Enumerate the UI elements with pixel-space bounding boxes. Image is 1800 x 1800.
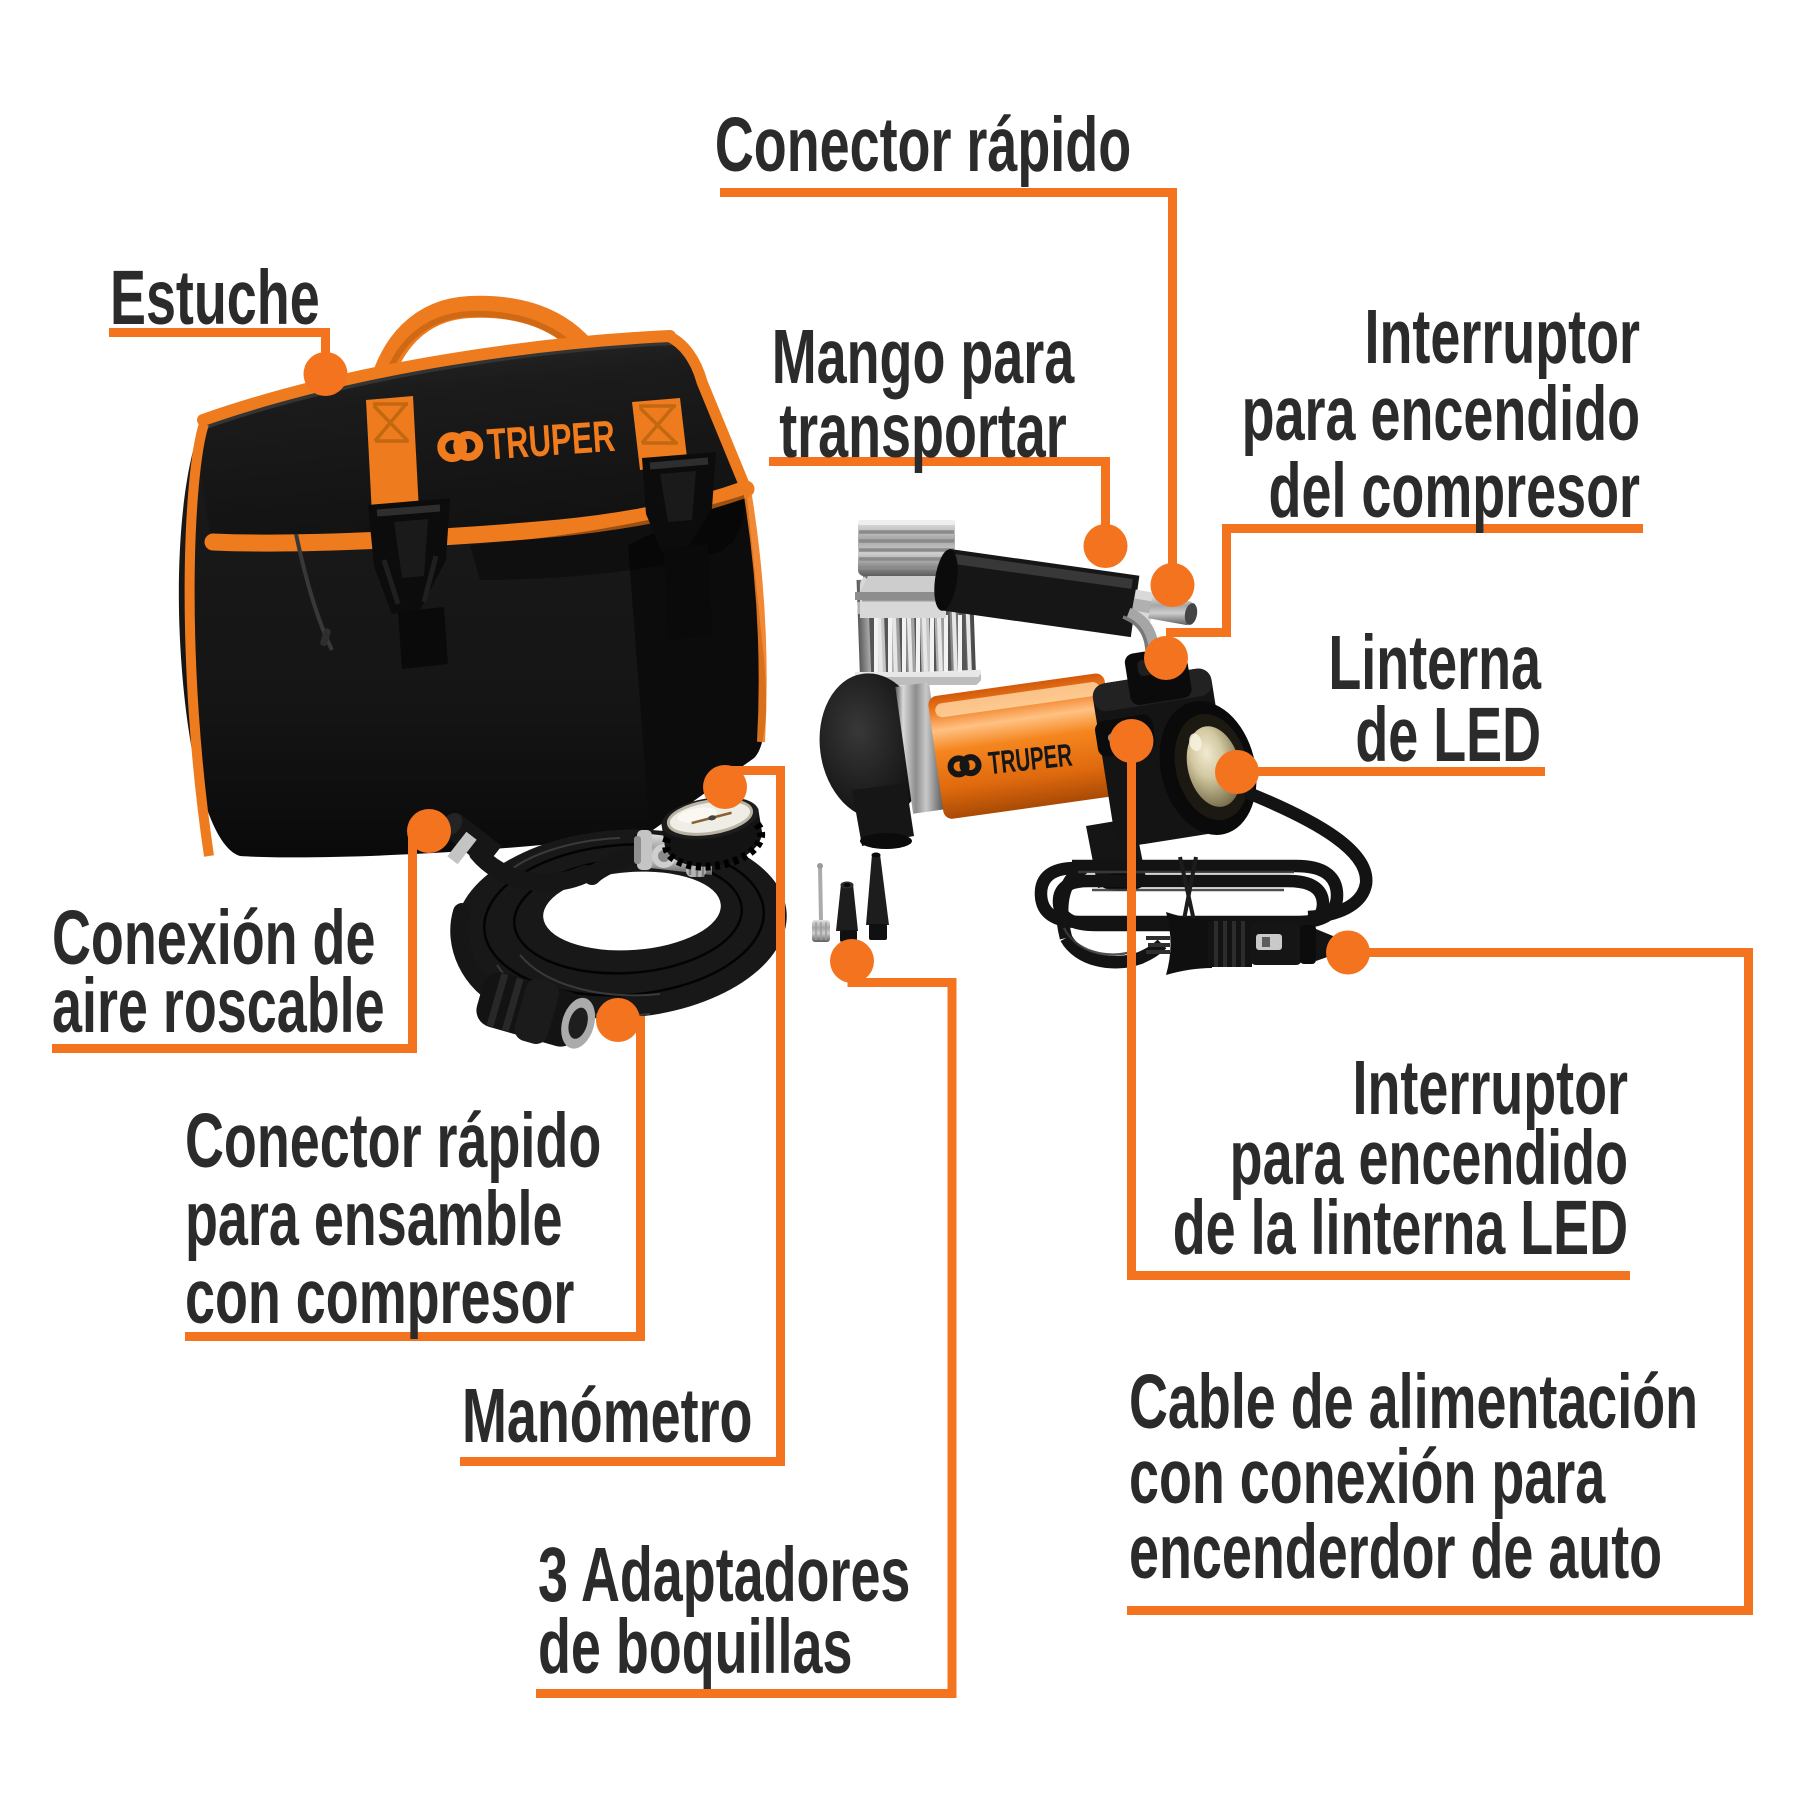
- svg-text:TRUPER: TRUPER: [987, 737, 1074, 782]
- svg-text:TRUPER: TRUPER: [485, 412, 616, 470]
